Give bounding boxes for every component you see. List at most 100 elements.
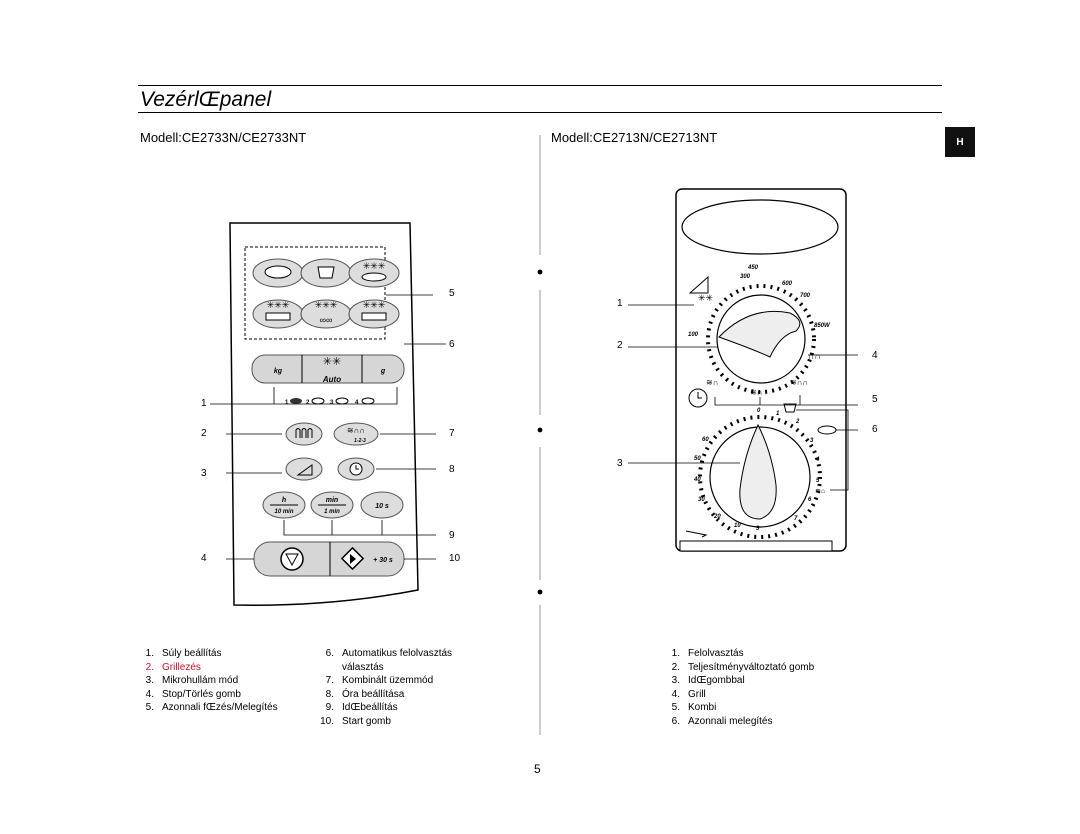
callout-7: 7 xyxy=(449,428,455,439)
combi-icon: ≋∩∩ xyxy=(790,378,808,387)
food-icon xyxy=(290,398,302,404)
timer-40-label: 40 xyxy=(693,477,701,483)
timer-7-label: 7 xyxy=(794,516,798,522)
right-model-heading: Modell:CE2713N/CE2713NT xyxy=(551,130,718,145)
h-label: h xyxy=(282,497,286,504)
timer-knob-grip xyxy=(739,423,777,520)
display-window xyxy=(681,199,839,255)
tray-icon xyxy=(361,312,387,321)
legend-item: 6.Automatikus felolvasztás választás xyxy=(325,648,453,673)
legend-item: 1.Súly beállítás xyxy=(145,648,222,659)
frost-icon: ✳✳✳ xyxy=(363,261,386,271)
frost-icon: ✳✳✳ xyxy=(267,300,290,310)
right-callout-3: 3 xyxy=(617,458,623,469)
page-number: 5 xyxy=(534,762,541,776)
timer-30-label: 30 xyxy=(698,497,705,503)
legend-item: 7.Kombinált üzemmód xyxy=(325,675,434,687)
legend-item: 4.Grill xyxy=(671,688,706,700)
frost-icon: ✳✳✳ xyxy=(315,300,338,310)
ten-min-label: 10 min xyxy=(274,509,293,515)
callout-4: 4 xyxy=(201,553,207,564)
legend-item: 3.Mikrohullám mód xyxy=(145,675,239,687)
left-legend-col-2: 6.Automatikus felolvasztás választás 7.K… xyxy=(320,647,495,729)
left-control-panel-diagram: ✳✳✳ ✳✳✳ ✳✳✳ ∞∞ ✳✳✳ kg g ✳✳ Auto 1 2 3 4 … xyxy=(210,222,446,606)
callout-9: 9 xyxy=(449,530,455,541)
timer-4-label: 4 xyxy=(815,457,820,463)
weight-selector-bar[interactable] xyxy=(251,354,405,384)
right-callout-4: 4 xyxy=(872,350,878,361)
right-callout-2: 2 xyxy=(617,340,623,351)
tray-icon xyxy=(265,312,291,321)
plus-30s-label: + 30 s xyxy=(373,557,393,564)
title-bottom-rule xyxy=(138,112,942,113)
timer-60-label: 60 xyxy=(702,437,709,443)
callout-leaders xyxy=(628,304,858,491)
timer-0-label: 0 xyxy=(757,408,761,414)
combi-icon: ≋∩ xyxy=(750,388,762,397)
timer-2-label: 2 xyxy=(795,419,800,425)
legend-item: 8.Óra beállítása xyxy=(325,688,405,700)
legend-item: 5.Kombi xyxy=(671,702,717,714)
language-tab: H xyxy=(945,127,975,157)
min-label: min xyxy=(326,497,338,504)
combi-button[interactable] xyxy=(333,422,379,446)
legend-item: 4.Stop/Törlés gomb xyxy=(145,688,241,700)
callout-5: 5 xyxy=(449,288,455,299)
right-legend: 1.Felolvasztás 2.Teljesítményváltoztató … xyxy=(666,647,866,729)
left-model-heading: Modell:CE2733N/CE2733NT xyxy=(140,130,307,145)
defrost-icon: ✳✳ xyxy=(323,356,341,368)
power-850-label: 850W xyxy=(814,323,831,329)
kg-label: kg xyxy=(274,368,283,375)
auto-cook-buttons[interactable]: ✳✳✳ ✳✳✳ ✳✳✳ ∞∞ ✳✳✳ xyxy=(252,258,400,329)
callout-leaders xyxy=(210,294,446,560)
selector-1: 1 xyxy=(285,400,289,406)
selector-2: 2 xyxy=(306,400,310,406)
pieces-icon: ∞∞ xyxy=(320,315,333,325)
g-label: g xyxy=(380,368,386,375)
ten-s-label: 10 s xyxy=(375,503,389,510)
defrost-icon: ✳✳ xyxy=(698,293,714,303)
left-legend-col-1: 1.Súly beállítás 2.Grillezés 3.Mikrohull… xyxy=(140,647,310,715)
right-control-panel-diagram: 300 450 600 700 850W 100 ✳✳ ∩∩ ≋∩ ≋∩ ≋∩∩… xyxy=(628,188,858,552)
selector-3: 3 xyxy=(330,400,334,406)
power-knob-grip xyxy=(718,310,801,358)
legend-item: 3.IdŒgombbal xyxy=(671,675,745,687)
power-icon xyxy=(296,464,313,476)
combi-icon: ≋∩∩ xyxy=(347,426,365,435)
combi-code-label: 1-2-3 xyxy=(354,438,366,444)
separator-dot xyxy=(537,589,543,595)
legend-item: 10.Start gomb xyxy=(320,715,391,727)
cup-icon xyxy=(783,403,797,413)
right-callout-1: 1 xyxy=(617,298,623,309)
callout-3: 3 xyxy=(201,468,207,479)
timer-9-label: 9 xyxy=(756,526,760,532)
title-top-rule xyxy=(138,85,942,86)
legend-item: 1.Felolvasztás xyxy=(671,648,744,659)
right-callout-5: 5 xyxy=(872,394,878,405)
power-450-label: 450 xyxy=(747,265,759,271)
grill-button[interactable] xyxy=(285,422,323,446)
legend-item-highlighted: 2.Grillezés xyxy=(145,661,201,673)
power-700-label: 700 xyxy=(800,293,811,299)
dish-icon: ≋⌂ xyxy=(815,488,825,495)
right-callout-6: 6 xyxy=(872,424,878,435)
power-100-label: 100 xyxy=(688,332,699,338)
start-icon xyxy=(350,554,356,564)
power-300-label: 300 xyxy=(740,274,751,280)
legend-item: 2.Teljesítményváltoztató gomb xyxy=(671,661,815,673)
microwave-button[interactable] xyxy=(285,457,323,481)
timer-5-label: 5 xyxy=(816,478,820,484)
plate-icon xyxy=(817,425,837,435)
stop-button[interactable] xyxy=(280,547,304,571)
timer-50-label: 50 xyxy=(694,456,701,462)
timer-3-label: 3 xyxy=(810,438,814,444)
callout-1: 1 xyxy=(201,398,207,409)
callout-8: 8 xyxy=(449,464,455,475)
cup-icon xyxy=(317,266,335,279)
separator-dot xyxy=(537,427,543,433)
callout-2: 2 xyxy=(201,428,207,439)
auto-label: Auto xyxy=(322,375,341,384)
timer-20-label: 20 xyxy=(713,514,721,520)
ten-seconds-button[interactable] xyxy=(360,491,404,519)
power-icon xyxy=(688,275,709,294)
